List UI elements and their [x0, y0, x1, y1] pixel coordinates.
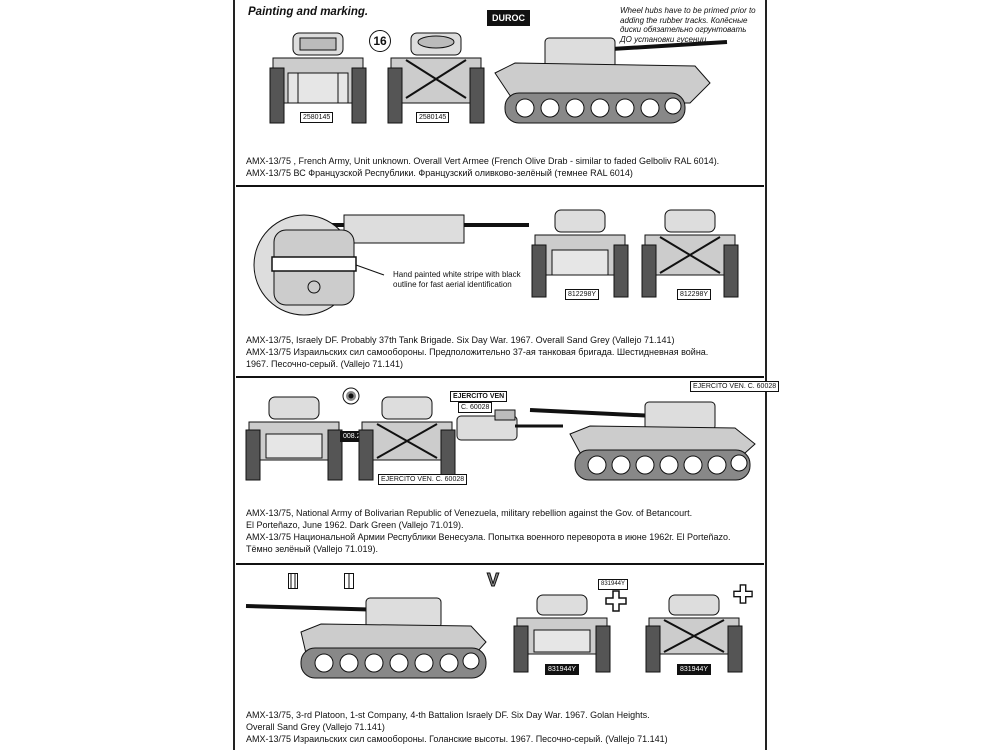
tank-top-view-2: [253, 214, 529, 316]
plate-top-4: 831944Y: [598, 579, 629, 590]
caption-ru-2b: 1967. Песочно-серый. (Vallejo 71.141): [246, 359, 403, 369]
page-right-border: [765, 0, 767, 750]
plate-front-1: 2580145: [300, 112, 334, 123]
caption-en-4b: Overall Sand Grey (Vallejo 71.141): [246, 722, 385, 732]
turret-detail-3: [456, 409, 563, 441]
section-divider-2: [236, 376, 764, 378]
tank-rear-view-2: [641, 209, 739, 298]
caption-ru-3a: AMX-13/75 Национальной Армии Республики …: [246, 532, 731, 542]
caption-en-2: AMX-13/75, Israely DF. Probably 37th Tan…: [246, 335, 675, 345]
caption-en-3a: AMX-13/75, National Army of Bolivarian R…: [246, 508, 693, 518]
wheel-hub-note: Wheel hubs have to be primed prior to ad…: [620, 6, 756, 44]
barrel-stripe-icon-1: [288, 573, 298, 589]
page-left-border: [233, 0, 235, 750]
tank-side-view-3: [529, 401, 756, 481]
tank-front-view-2: [531, 209, 629, 298]
page-title: Painting and marking.: [248, 6, 369, 18]
plate-rear-2: 812298Y: [677, 289, 712, 300]
caption-ru-1: AMX-13/75 ВС Французской Республики. Фра…: [246, 168, 633, 178]
tank-side-view-1: [494, 37, 728, 124]
plate-front-2: 812298Y: [565, 289, 600, 300]
section-divider-3: [236, 563, 764, 565]
plate-front-4: 831944Y: [545, 664, 580, 675]
stripe-callout: Hand painted white stripe with black out…: [393, 270, 521, 289]
caption-ru-4: AMX-13/75 Израильских сил самообороны. Г…: [246, 734, 668, 744]
plate-side-3: EJERCITO VEN. C. 60028: [690, 381, 780, 392]
plate-ejercito-a: EJERCITO VEN: [450, 391, 508, 402]
unit-number-marker: 16: [369, 30, 391, 52]
chevron-marking: V: [486, 570, 500, 591]
plate-ejercito-b: C. 60028: [458, 402, 493, 413]
barrel-stripe-icon-2: [344, 573, 354, 589]
tank-rear-view-4: [645, 594, 743, 673]
tank-front-view-1: [269, 32, 367, 124]
duroc-badge: DUROC: [487, 10, 530, 26]
tank-front-view-4: [513, 594, 611, 673]
tank-rear-view-1: [387, 32, 485, 124]
caption-ru-3b: Тёмно зелёный (Vallejo 71.019).: [246, 544, 378, 554]
tank-front-view-3: [245, 396, 343, 481]
roundel-icon: [342, 387, 360, 405]
caption-ru-2a: AMX-13/75 Израильских сил самообороны. П…: [246, 347, 709, 357]
caption-en-4a: AMX-13/75, 3-rd Platoon, 1-st Company, 4…: [246, 710, 650, 720]
plate-rear-3: EJERCITO VEN. C. 60028: [378, 474, 468, 485]
tank-side-view-4: [245, 597, 487, 679]
tank-rear-view-3: [358, 396, 456, 481]
section-divider-1: [236, 185, 764, 187]
cross-emblem-icon-2: [733, 584, 753, 604]
plate-rear-4: 831944Y: [677, 664, 712, 675]
caption-en-3b: El Porteñazo, June 1962. Dark Green (Val…: [246, 520, 464, 530]
plate-rear-1: 2580145: [416, 112, 450, 123]
caption-en-1: AMX-13/75 , French Army, Unit unknown. O…: [246, 156, 720, 166]
cross-emblem-icon-1: [605, 590, 627, 612]
